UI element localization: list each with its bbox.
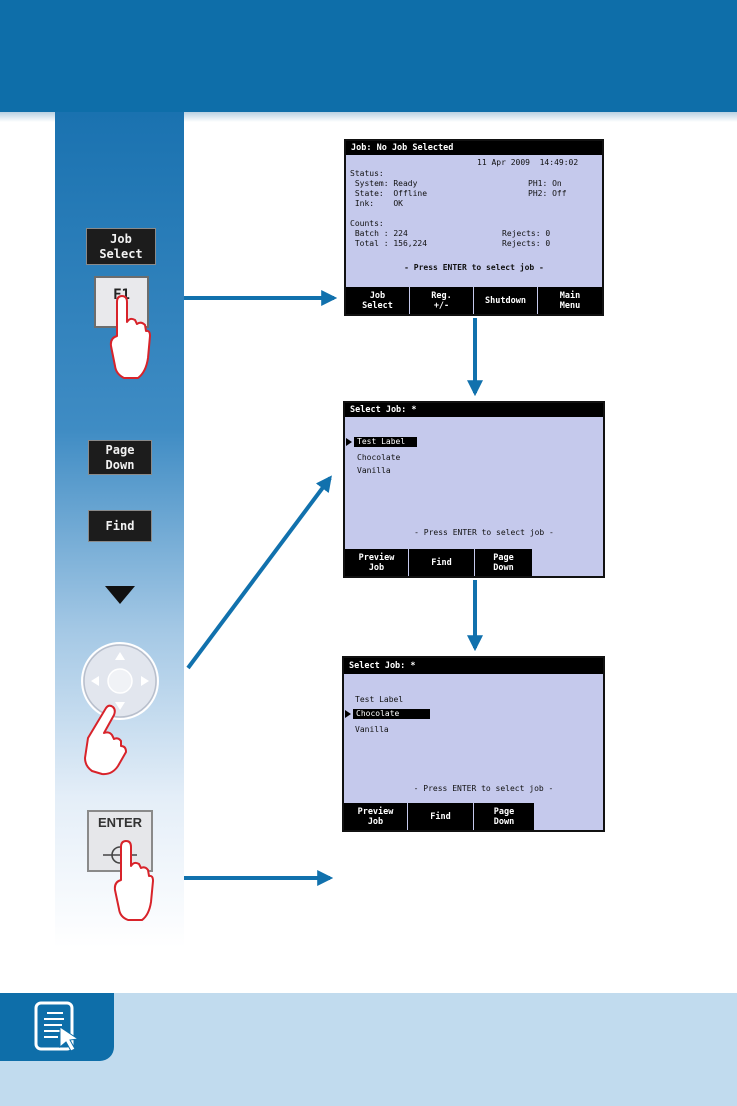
status-screen-title: Job: No Job Selected — [346, 141, 602, 155]
batch-rejects: Rejects: 0 — [502, 229, 551, 238]
softkey-reg-line1: Reg. — [431, 290, 452, 301]
find-key[interactable]: Find — [88, 510, 152, 542]
job-item-chocolate-2[interactable]: Chocolate — [353, 709, 430, 719]
status-screen: Job: No Job Selected 11 Apr 2009 14:49:0… — [344, 139, 604, 316]
job-item-vanilla-2[interactable]: Vanilla — [355, 725, 389, 734]
select-job-screen-1-prompt: - Press ENTER to select job - — [414, 528, 554, 537]
total-rejects: Rejects: 0 — [502, 239, 551, 248]
select-job-screen-2: Select Job: * Test Label Chocolate Vanil… — [342, 656, 605, 832]
find-key-label: Find — [105, 518, 135, 533]
softkey-page-down-line1: Page — [493, 552, 514, 563]
job-item-test-label-2[interactable]: Test Label — [355, 695, 404, 704]
softkey-find-2-label: Find — [430, 811, 451, 822]
navigation-pad-icon — [81, 642, 159, 720]
select-job-screen-2-title: Select Job: * — [344, 658, 603, 674]
softkey-main-menu[interactable]: Main Menu — [538, 287, 602, 314]
page-down-key-line2: Down — [105, 457, 135, 472]
softkey-job-select[interactable]: Job Select — [346, 287, 410, 314]
select-job-screen-1-title: Select Job: * — [345, 403, 603, 417]
down-triangle-icon — [105, 586, 135, 604]
header-band — [0, 0, 737, 112]
total-count: Total : 156,224 — [350, 239, 428, 248]
softkey-preview-job-2[interactable]: Preview Job — [344, 803, 408, 830]
softkey-preview-job-2-line2: Job — [367, 816, 384, 827]
softkey-preview-job[interactable]: Preview Job — [345, 549, 409, 576]
softkey-page-down-2-line1: Page — [493, 806, 515, 817]
document-pointer-icon — [34, 1001, 80, 1052]
selection-pointer-icon — [346, 438, 352, 446]
softkey-find-2[interactable]: Find — [408, 803, 474, 830]
softkey-shutdown-label: Shutdown — [485, 295, 526, 306]
job-select-key[interactable]: Job Select — [86, 228, 156, 265]
page-down-key[interactable]: Page Down — [88, 440, 152, 475]
status-screen-datetime: 11 Apr 2009 14:49:02 — [477, 158, 579, 167]
selection-pointer-icon-2 — [345, 710, 351, 718]
softkey-page-down-2-line2: Down — [493, 816, 515, 827]
note-tab — [0, 993, 114, 1061]
counts-label: Counts: — [350, 219, 384, 228]
softkey-main-menu-line2: Menu — [559, 300, 581, 311]
status-label: Status: — [350, 169, 384, 178]
softkey-preview-job-2-line1: Preview — [357, 806, 394, 817]
softkey-preview-job-line2: Job — [368, 562, 385, 573]
state-status: State: Offline — [350, 189, 428, 198]
pointing-hand-icon-3 — [113, 840, 154, 921]
batch-count: Batch : 224 — [350, 229, 408, 238]
pointing-hand-icon — [109, 295, 151, 379]
job-item-chocolate[interactable]: Chocolate — [357, 453, 401, 462]
softkey-reg[interactable]: Reg. +/- — [410, 287, 474, 314]
softkey-shutdown[interactable]: Shutdown — [474, 287, 538, 314]
note-band — [0, 993, 737, 1106]
page-down-key-line1: Page — [105, 442, 135, 457]
status-screen-prompt: - Press ENTER to select job - — [404, 263, 544, 272]
job-select-key-line1: Job — [110, 231, 132, 246]
system-status: System: Ready — [350, 179, 418, 188]
job-item-vanilla[interactable]: Vanilla — [357, 466, 391, 475]
select-job-screen-2-prompt: - Press ENTER to select job - — [413, 784, 554, 793]
pointing-hand-icon-2 — [84, 704, 127, 776]
enter-key-label: ENTER — [97, 815, 143, 830]
softkey-page-down-2[interactable]: Page Down — [474, 803, 535, 830]
softkey-page-down[interactable]: Page Down — [475, 549, 533, 576]
job-item-test-label[interactable]: Test Label — [354, 437, 417, 447]
ph1-status: PH1: On — [528, 179, 562, 188]
header-shadow — [0, 112, 737, 122]
arrow-navpad-to-list — [186, 475, 332, 670]
ph2-status: PH2: Off — [528, 189, 567, 198]
softkey-main-menu-line1: Main — [559, 290, 581, 301]
select-job-screen-1: Select Job: * Test Label Chocolate Vanil… — [343, 401, 605, 578]
softkey-job-select-line1: Job — [369, 290, 386, 301]
softkey-find[interactable]: Find — [409, 549, 475, 576]
softkey-job-select-line2: Select — [362, 300, 393, 311]
softkey-find-label: Find — [431, 557, 452, 568]
softkey-page-down-line2: Down — [493, 562, 514, 573]
job-select-key-line2: Select — [99, 246, 143, 261]
ink-status: Ink: OK — [350, 199, 403, 208]
softkey-reg-line2: +/- — [433, 300, 450, 311]
softkey-preview-job-line1: Preview — [358, 552, 395, 563]
